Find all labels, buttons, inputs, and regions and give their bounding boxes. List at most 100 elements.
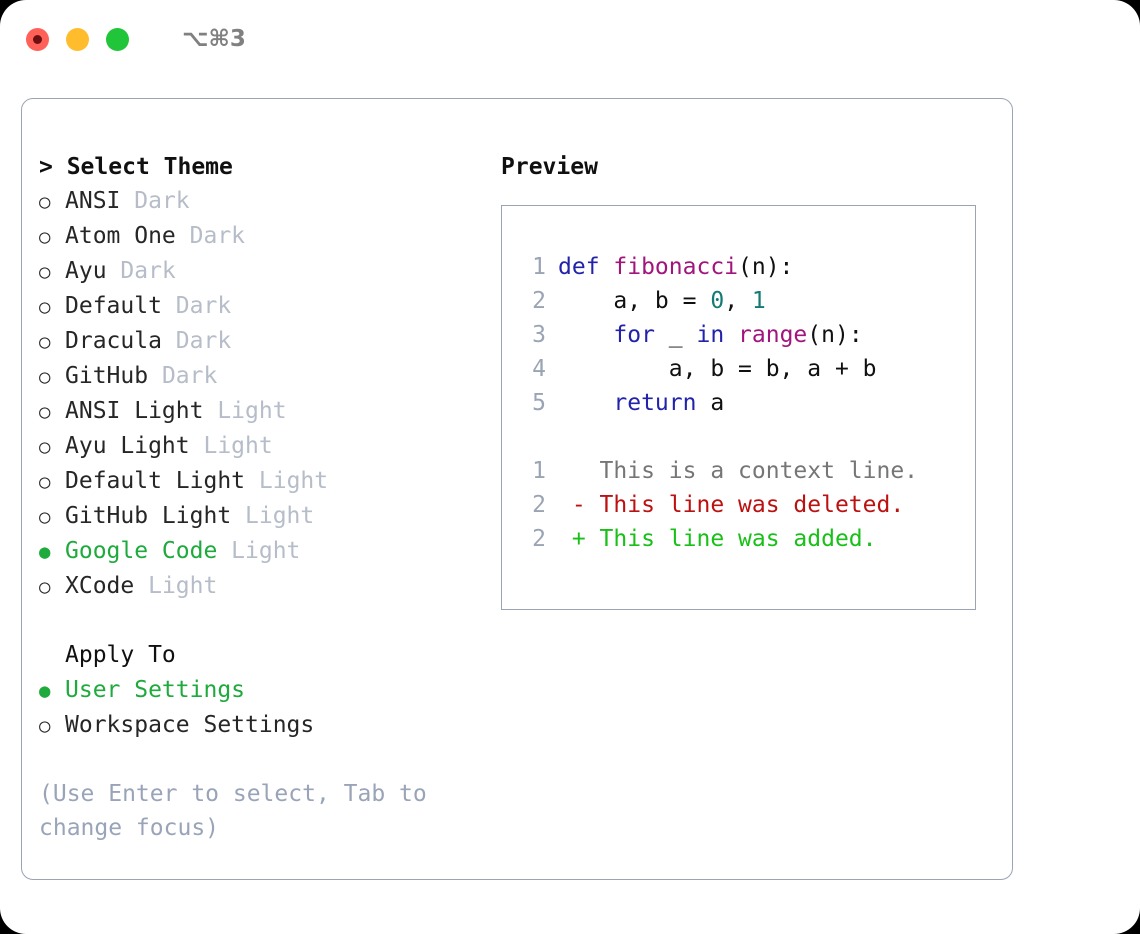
section-spacer [39,604,499,638]
code-token-pln [724,322,738,348]
apply-to-list: ● User Settings ○Workspace Settings [39,673,499,743]
theme-option-label: Ayu [65,258,121,284]
code-line-text: a, b = 0, 1 [558,284,766,318]
radio-unselected-icon: ○ [39,715,51,737]
code-line: 4 a, b = b, a + b [516,352,975,386]
theme-option-variant: Light [258,468,329,494]
code-token-pln: (n): [738,254,794,280]
theme-option-variant: Dark [161,363,218,389]
theme-option-default-light[interactable]: ○ Default Light Light [39,464,499,499]
theme-option-label: GitHub Light [65,503,246,529]
radio-unselected-icon: ○ [39,226,51,248]
theme-option-ayu-light[interactable]: ○ Ayu Light Light [39,429,499,464]
theme-option-variant: Light [203,433,273,459]
select-theme-heading-label: Select Theme [66,154,233,180]
theme-option-variant: Dark [134,188,190,214]
code-token-pln [558,390,613,416]
code-token-pln: _ [654,322,697,348]
apply-to-title: Apply To [65,642,176,668]
code-token-pln [558,322,613,348]
theme-option-variant: Dark [189,223,246,249]
theme-option-variant: Light [231,538,301,564]
window-controls [26,27,129,51]
code-line: 3 for _ in range(n): [516,318,975,352]
theme-option-ansi[interactable]: ○ ANSI Dark [39,184,499,219]
code-token-kw: for [613,322,655,348]
diff-line-ctx: 1 This is a context line. [516,454,975,488]
theme-option-ansi-light[interactable]: ○ANSI Light Light [39,394,499,429]
theme-list: ○ANSI Dark○Atom One Dark○Ayu Dark○Defaul… [39,184,499,604]
code-token-num: 0 [710,288,725,314]
code-token-kw: in [696,322,725,348]
title-bar: ⌥⌘3 [0,0,1140,78]
code-token-pln: a [696,390,725,416]
theme-option-label: ANSI [65,188,135,214]
theme-option-label: Ayu Light [65,433,204,459]
code-line-number: 3 [532,322,546,348]
code-token-pln: (n): [807,322,863,348]
apply-to-option-workspace-settings[interactable]: ○Workspace Settings [39,708,499,743]
diff-line-text: + This line was added. [558,526,877,552]
code-line-text: for _ in range(n): [558,318,863,352]
radio-selected-icon: ● [39,541,51,563]
theme-option-atom-one[interactable]: ○ Atom One Dark [39,219,499,254]
theme-option-label: ANSI Light [65,398,218,424]
theme-option-github[interactable]: ○GitHub Dark [39,359,499,394]
code-line-text: return a [558,386,724,420]
theme-option-label: Dracula [65,328,176,354]
code-token-pln: , [724,288,752,314]
code-line-number: 1 [532,254,546,280]
theme-option-variant: Dark [175,293,232,319]
keyboard-hint: (Use Enter to select, Tab to change focu… [39,781,441,841]
theme-picker-column: > Select Theme ○ANSI Dark○Atom One Dark○… [39,150,499,845]
theme-option-github-light[interactable]: ○GitHub Light Light [39,499,499,534]
diff-line-text: - This line was deleted. [558,492,905,518]
minimize-button[interactable] [66,27,89,51]
theme-option-variant: Light [217,398,287,424]
theme-option-dracula[interactable]: ○Dracula Dark [39,324,499,359]
code-token-fn: fibonacci [613,254,739,280]
theme-option-label: XCode [65,573,149,599]
radio-selected-icon: ● [39,680,51,702]
keyboard-shortcut-label: ⌥⌘3 [182,26,246,52]
close-button[interactable] [26,27,49,51]
diff-line-number: 2 [532,492,546,518]
code-line: 5 return a [516,386,975,420]
code-line: 1 def fibonacci(n): [516,250,975,284]
theme-option-label: Google Code [65,538,232,564]
code-line-number: 2 [532,288,546,314]
apply-to-marker-placeholder: ○ [39,639,65,673]
radio-unselected-icon: ○ [39,261,51,283]
diff-line-add: 2 + This line was added. [516,522,975,556]
radio-unselected-icon: ○ [39,331,51,353]
theme-option-google-code[interactable]: ● Google Code Light [39,534,499,569]
diff-line-number: 2 [532,526,546,552]
theme-option-label: Default Light [65,468,259,494]
code-token-fn: range [738,322,808,348]
diff-line-del: 2 - This line was deleted. [516,488,975,522]
code-token-num: 1 [751,288,766,314]
theme-option-variant: Dark [120,258,176,284]
code-line: 2 a, b = 0, 1 [516,284,975,318]
apply-to-title-row: ○Apply To [39,638,499,673]
radio-unselected-icon: ○ [39,436,51,458]
apply-to-option-label: User Settings [65,677,246,703]
diff-line-text: This is a context line. [558,458,919,484]
theme-option-label: Atom One [65,223,190,249]
code-token-kw: def [558,254,614,280]
maximize-button[interactable] [106,27,129,51]
apply-to-option-user-settings[interactable]: ● User Settings [39,673,499,708]
radio-unselected-icon: ○ [39,191,51,213]
select-theme-heading: > Select Theme [39,150,499,184]
theme-option-default[interactable]: ○Default Dark [39,289,499,324]
code-line-text: def fibonacci(n): [558,250,793,284]
radio-unselected-icon: ○ [39,576,51,598]
theme-option-xcode[interactable]: ○XCode Light [39,569,499,604]
radio-unselected-icon: ○ [39,471,51,493]
theme-option-ayu[interactable]: ○ Ayu Dark [39,254,499,289]
radio-unselected-icon: ○ [39,366,51,388]
